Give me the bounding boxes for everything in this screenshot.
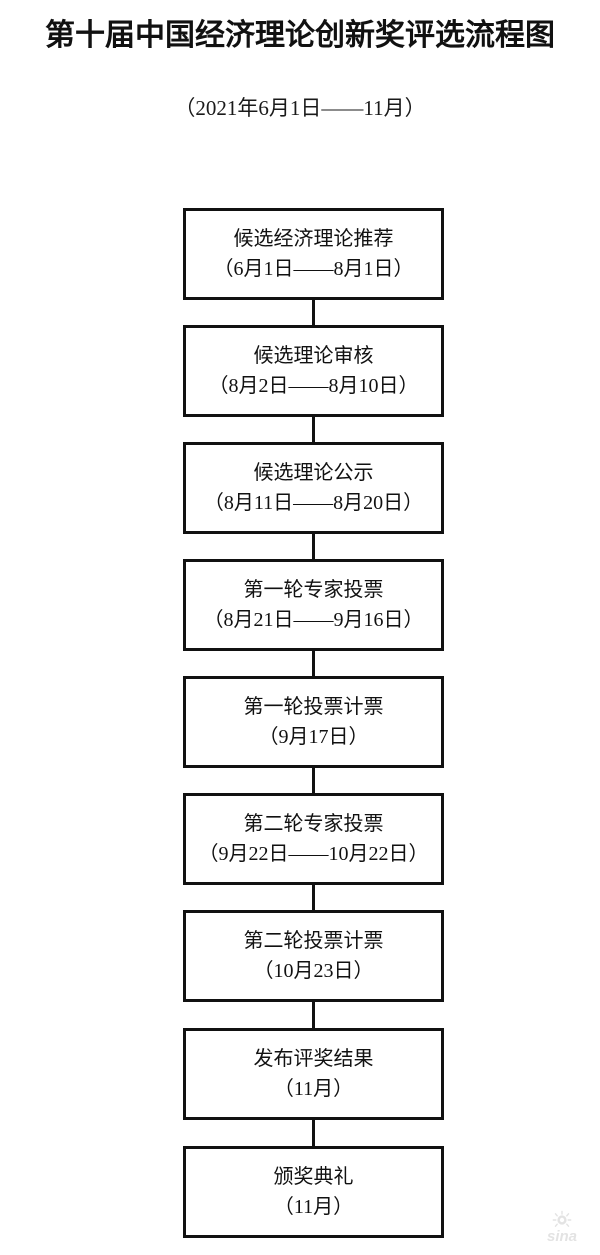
sina-watermark-logo: sina bbox=[532, 1207, 592, 1249]
svg-text:sina: sina bbox=[547, 1228, 577, 1245]
flow-node-3: 候选理论公示 （8月11日——8月20日） bbox=[183, 442, 444, 534]
flow-node-title: 发布评奖结果 bbox=[253, 1048, 374, 1070]
flowchart: 候选经济理论推荐 （6月1日——8月1日） 候选理论审核 （8月2日——8月10… bbox=[183, 208, 444, 1238]
flow-node-6: 第二轮专家投票 （9月22日——10月22日） bbox=[183, 793, 444, 885]
flow-connector-7-8 bbox=[183, 1002, 444, 1028]
flow-node-7: 第二轮投票计票 （10月23日） bbox=[183, 910, 444, 1002]
flow-connector-3-4 bbox=[183, 534, 444, 559]
flow-node-title: 候选理论审核 bbox=[253, 345, 374, 367]
flow-node-title: 颁奖典礼 bbox=[273, 1166, 354, 1188]
flow-node-period: （8月2日——8月10日） bbox=[208, 375, 419, 397]
flow-node-title: 候选理论公示 bbox=[253, 462, 374, 484]
flow-node-9: 颁奖典礼 （11月） bbox=[183, 1146, 444, 1238]
page-subtitle: （2021年6月1日——11月） bbox=[174, 96, 426, 120]
flow-connector-1-2 bbox=[183, 300, 444, 325]
flow-node-period: （11月） bbox=[273, 1078, 354, 1100]
flow-node-5: 第一轮投票计票 （9月17日） bbox=[183, 676, 444, 768]
flow-node-period: （11月） bbox=[273, 1196, 354, 1218]
flow-node-1: 候选经济理论推荐 （6月1日——8月1日） bbox=[183, 208, 444, 300]
flow-node-title: 候选经济理论推荐 bbox=[233, 228, 394, 250]
page-title: 第十届中国经济理论创新奖评选流程图 bbox=[45, 19, 555, 52]
flow-node-title: 第一轮专家投票 bbox=[243, 579, 384, 601]
flow-node-title: 第一轮投票计票 bbox=[243, 696, 384, 718]
flow-node-period: （10月23日） bbox=[253, 960, 374, 982]
flow-node-8: 发布评奖结果 （11月） bbox=[183, 1028, 444, 1120]
flow-connector-2-3 bbox=[183, 417, 444, 442]
flow-node-title: 第二轮投票计票 bbox=[243, 930, 384, 952]
flow-node-period: （9月17日） bbox=[258, 726, 369, 748]
flow-node-title: 第二轮专家投票 bbox=[243, 813, 384, 835]
flow-node-period: （6月1日——8月1日） bbox=[213, 258, 414, 280]
flow-node-4: 第一轮专家投票 （8月21日——9月16日） bbox=[183, 559, 444, 651]
flow-node-period: （9月22日——10月22日） bbox=[198, 843, 429, 865]
flow-connector-4-5 bbox=[183, 651, 444, 676]
flow-node-2: 候选理论审核 （8月2日——8月10日） bbox=[183, 325, 444, 417]
flow-node-period: （8月11日——8月20日） bbox=[203, 492, 424, 514]
flow-connector-8-9 bbox=[183, 1120, 444, 1146]
flow-node-period: （8月21日——9月16日） bbox=[203, 609, 424, 631]
flow-connector-5-6 bbox=[183, 768, 444, 793]
flow-connector-6-7 bbox=[183, 885, 444, 910]
